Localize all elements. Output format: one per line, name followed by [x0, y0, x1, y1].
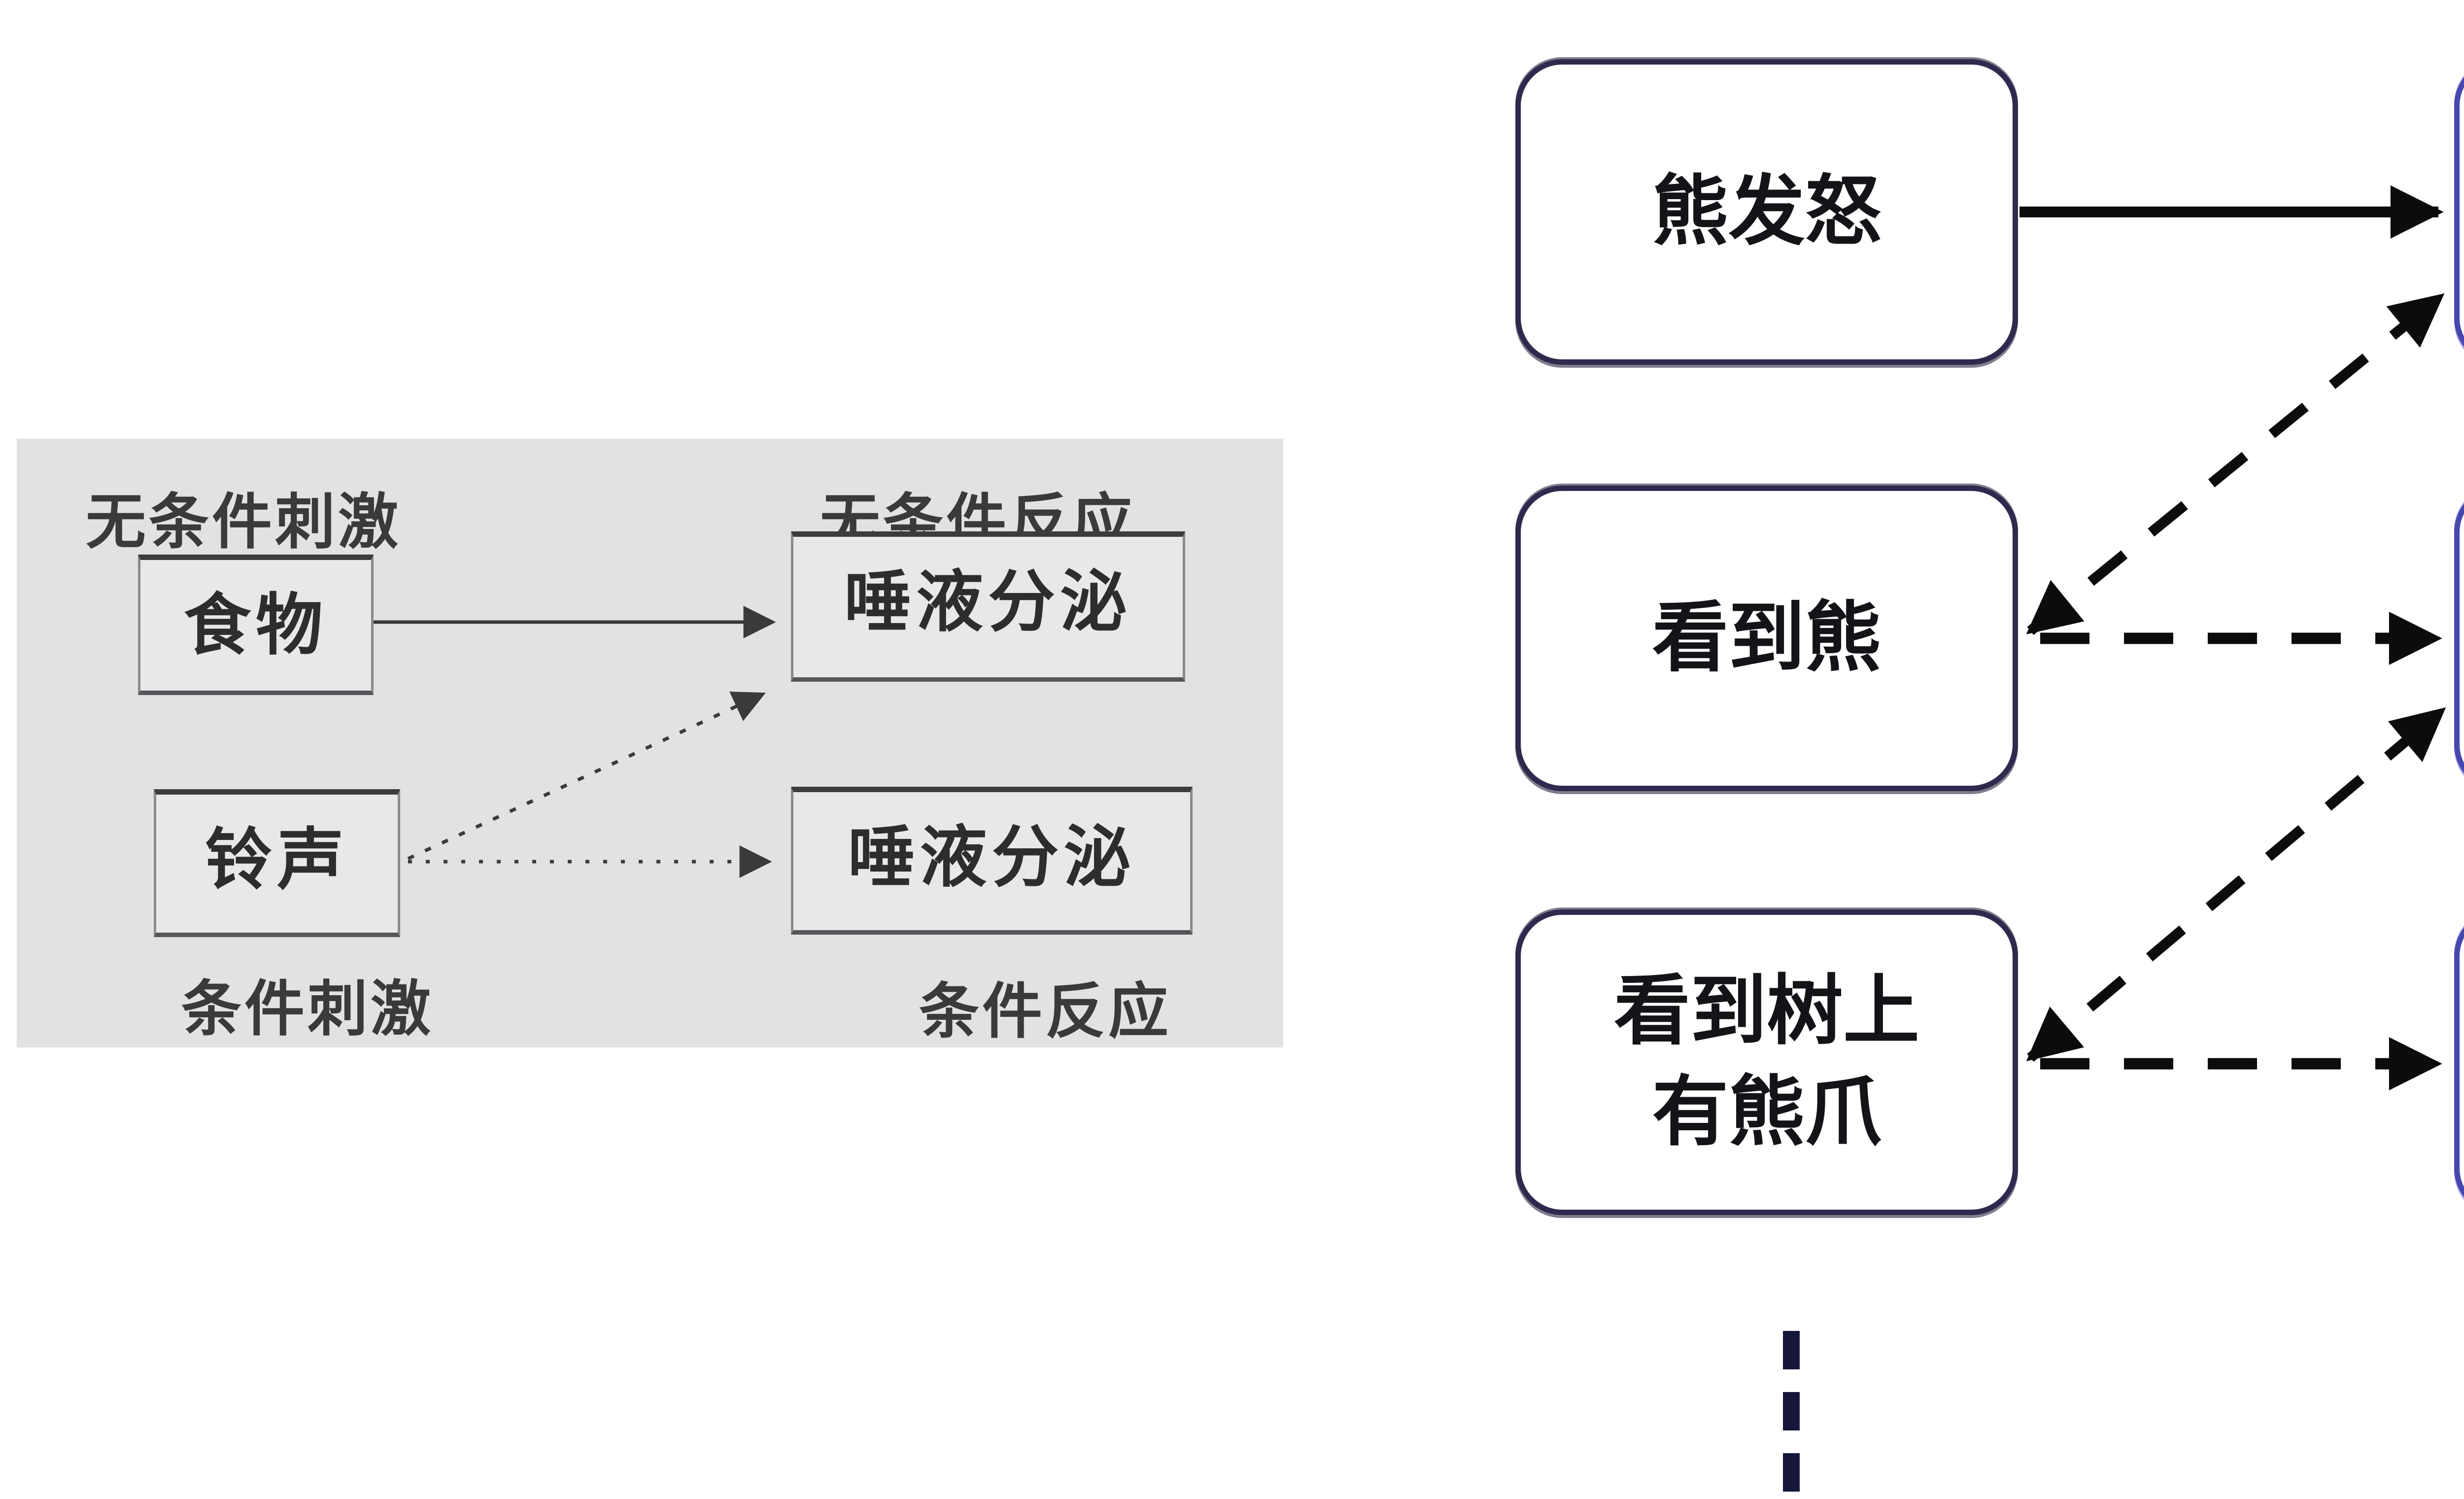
box-bell: 铃声 — [154, 789, 400, 937]
state-box-see-claw-marks: 看到树上 有熊爪 — [1515, 909, 2018, 1215]
box-food: 食物 — [138, 555, 374, 695]
label-conditioned-stimulus: 条件刺激 — [181, 976, 434, 1043]
state-box-bear-angry: 熊发怒 — [1515, 59, 2018, 365]
label-unconditioned-stimulus: 无条件刺激 — [86, 488, 401, 556]
states-ellipsis-icon — [1783, 1331, 1800, 1492]
label-conditioned-response: 条件反应 — [919, 978, 1171, 1045]
arrow-claw-marks-to-v-s-prime-diagonal-dashed — [2026, 706, 2446, 1062]
state-box-see-bear-label: 看到熊 — [1652, 595, 1882, 681]
box-bell-label: 铃声 — [205, 822, 349, 897]
value-box-v-s-prime: V(s′) — [2454, 486, 2464, 791]
value-box-reward: 奖励 — [2454, 59, 2464, 365]
state-box-bear-angry-label: 熊发怒 — [1652, 169, 1882, 254]
box-salivation-conditioned-label: 唾液分泌 — [848, 820, 1136, 895]
arrow-see-bear-to-reward-diagonal-dashed — [2026, 292, 2445, 635]
state-box-see-claw-marks-label: 看到树上 有熊爪 — [1614, 969, 1919, 1155]
box-food-label: 食物 — [184, 588, 328, 662]
box-salivation-conditioned: 唾液分泌 — [791, 787, 1193, 935]
box-salivation-unconditioned: 唾液分泌 — [791, 531, 1185, 682]
state-box-see-bear: 看到熊 — [1515, 486, 2018, 791]
box-salivation-unconditioned-label: 唾液分泌 — [844, 564, 1132, 639]
value-box-v-s: V(s) — [2454, 909, 2464, 1215]
pavlov-panel: 无条件刺激 无条件反应 食物 唾液分泌 铃声 唾液分泌 条件刺激 条件反应 — [17, 439, 1283, 1047]
